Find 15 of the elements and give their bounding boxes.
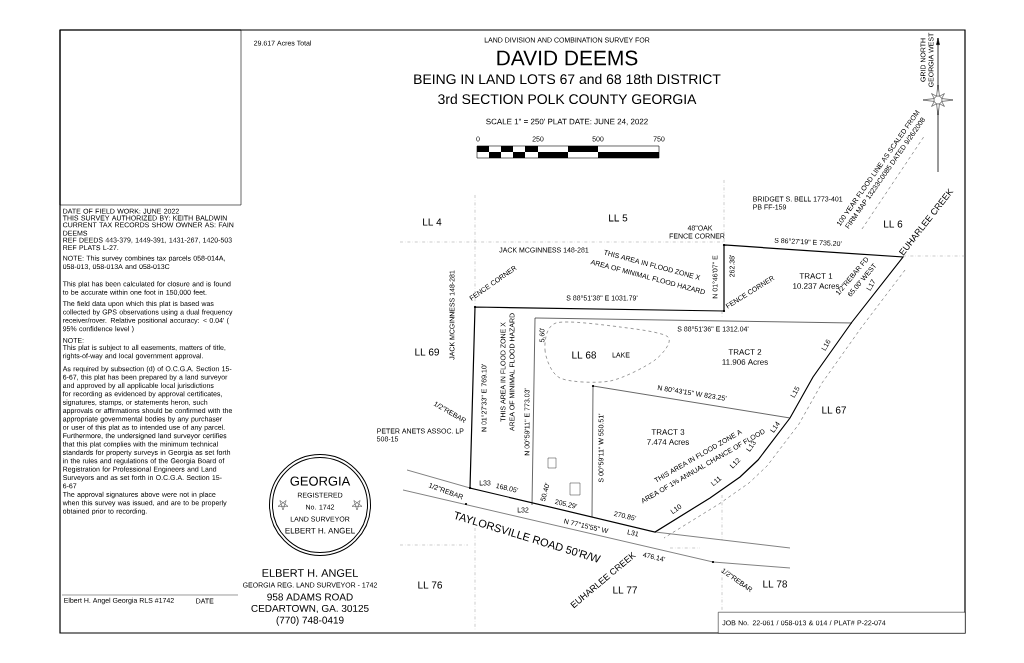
lot-label: LL 78 [763, 580, 787, 588]
lot-label: LL 76 [418, 581, 443, 589]
surveyor-address: 958 ADAMS ROAD [267, 593, 353, 601]
lot-label: LL 5 [609, 214, 628, 222]
lot-label: LL 67 [822, 406, 846, 414]
lot-label: LL 68 [572, 351, 597, 359]
location-title: BEING IN LAND LOTS 67 and 68 18th DISTRICT [414, 73, 721, 85]
lot-label: LL 4 [423, 218, 442, 226]
owner-name: DAVID DEEMS [497, 50, 638, 66]
surveyor-address: CEDARTOWN, GA. 30125 [251, 604, 369, 614]
lot-label: LL 77 [613, 586, 637, 594]
lot-label: LL 69 [415, 348, 439, 356]
surveyor-phone: (770) 748-0419 [276, 616, 344, 626]
location-title: 3rd SECTION POLK COUNTY GEORGIA [438, 93, 697, 105]
surveyor-name: ELBERT H. ANGEL [262, 569, 358, 577]
